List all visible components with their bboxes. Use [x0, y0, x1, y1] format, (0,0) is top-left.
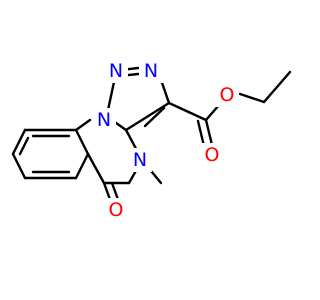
- bond: [106, 80, 116, 112]
- benzene-ring: [11, 128, 90, 180]
- structure-canvas: N N N N O O O: [11, 59, 292, 222]
- atom-labels: N N N N O O O: [92, 59, 239, 222]
- bond: [74, 128, 90, 156]
- nitrogen-atom-label: N: [97, 109, 111, 131]
- bond: [11, 128, 27, 156]
- double-bond-inner: [18, 136, 30, 156]
- nitrogen-atom-label: N: [109, 60, 123, 82]
- ester-carbonyl-bond: [204, 118, 214, 147]
- molecule-drawing: N N N N O O O: [11, 59, 292, 222]
- bond: [140, 101, 171, 122]
- oxygen-atom-label: O: [205, 144, 220, 166]
- bond: [124, 118, 144, 132]
- nitrogen-atom-label: N: [133, 149, 147, 171]
- ester-carbonyl-bond: [196, 119, 206, 148]
- bond: [86, 152, 106, 185]
- bond: [238, 92, 266, 104]
- bond: [74, 118, 92, 132]
- bond: [262, 70, 292, 104]
- bond: [74, 152, 90, 180]
- bond: [11, 152, 27, 180]
- oxygen-atom-label: O: [109, 199, 124, 221]
- bond: [143, 106, 166, 128]
- ester-group: [167, 70, 292, 148]
- nitrogen-atom-label: N: [144, 60, 158, 82]
- oxygen-atom-label: O: [220, 84, 235, 106]
- bond: [167, 101, 208, 122]
